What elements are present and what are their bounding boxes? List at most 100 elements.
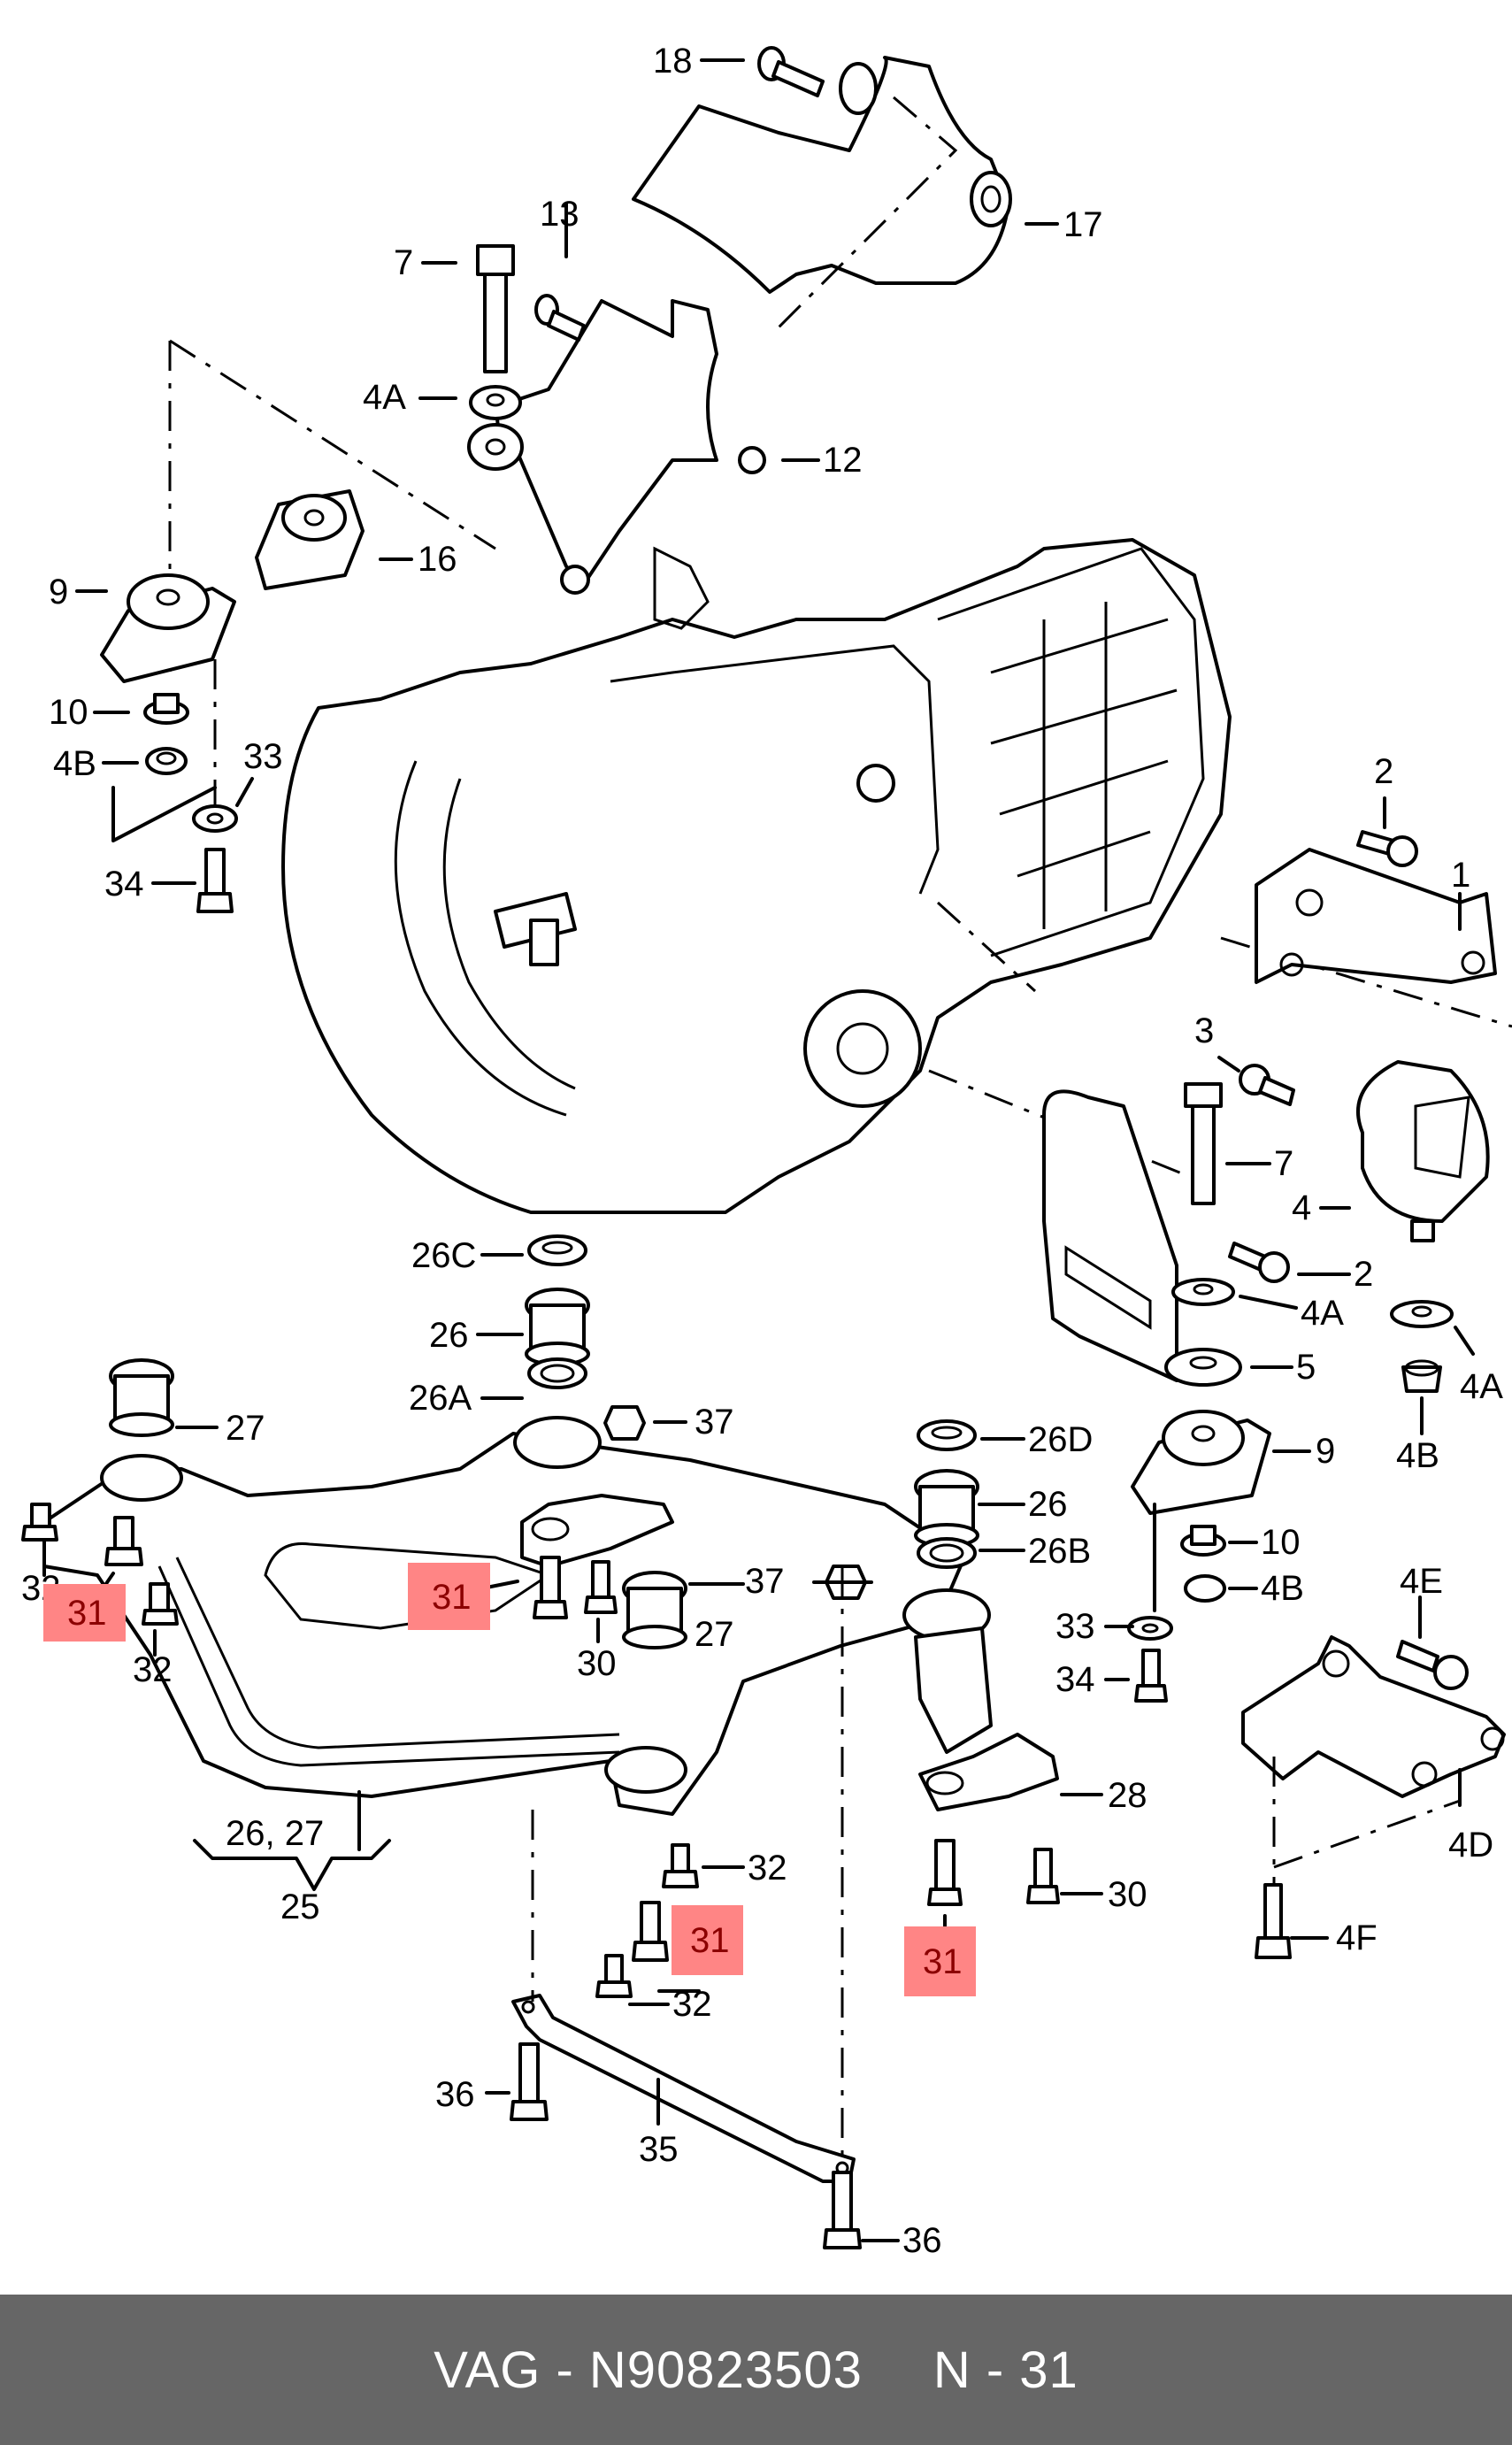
washer-4A-mid bbox=[1171, 1278, 1235, 1306]
mount-9-left bbox=[100, 573, 236, 683]
callout-3: 3 bbox=[1194, 1011, 1214, 1050]
mount-4 bbox=[1356, 1060, 1490, 1242]
washer-4A-right bbox=[1390, 1300, 1454, 1328]
highlight-31-left[interactable]: 31 bbox=[43, 1584, 126, 1642]
bolt-3 bbox=[1239, 1064, 1295, 1106]
callout-4D: 4D bbox=[1448, 1826, 1493, 1865]
seat-lower-center bbox=[604, 1746, 687, 1794]
callout-26D: 26D bbox=[1028, 1420, 1093, 1459]
bolt-31-left bbox=[104, 1516, 143, 1566]
bolt-4F bbox=[1255, 1883, 1292, 1959]
nut-10-right bbox=[1180, 1525, 1226, 1557]
bolt-32-left-a bbox=[21, 1503, 58, 1542]
bracket-1 bbox=[1255, 848, 1497, 984]
callout-4E: 4E bbox=[1400, 1562, 1443, 1601]
seat-right bbox=[902, 1588, 993, 1754]
callout-13: 13 bbox=[540, 195, 579, 234]
subframe-25 bbox=[42, 1432, 966, 1816]
callout-25: 25 bbox=[280, 1888, 320, 1926]
highlight-label: 31 bbox=[923, 1942, 963, 1981]
bushing-26-center bbox=[525, 1288, 590, 1366]
bolt-36-right bbox=[823, 2171, 862, 2249]
callout-35: 35 bbox=[639, 2130, 679, 2169]
washer-33-left bbox=[192, 804, 238, 833]
callout-32-center-a: 32 bbox=[748, 1849, 787, 1888]
callout-27-center: 27 bbox=[695, 1615, 734, 1654]
highlight-box bbox=[43, 1584, 126, 1642]
bracket-5-arm bbox=[1042, 1089, 1178, 1382]
bolt-2-lower bbox=[1228, 1242, 1290, 1283]
callout-28: 28 bbox=[1108, 1776, 1147, 1815]
bolt-7-top bbox=[476, 244, 515, 373]
callout-33-right: 33 bbox=[1055, 1607, 1095, 1646]
highlight-31-lower[interactable]: 31 bbox=[672, 1905, 743, 1975]
callout-7-right: 7 bbox=[1274, 1144, 1293, 1183]
seat-left bbox=[100, 1454, 183, 1502]
bracket-4D bbox=[1241, 1635, 1506, 1798]
callout-37-right: 37 bbox=[745, 1562, 785, 1601]
bracket-17 bbox=[632, 56, 1012, 329]
bolt-32-center-a bbox=[662, 1843, 699, 1888]
bolt-32-left-b bbox=[142, 1582, 179, 1626]
highlight-label: 31 bbox=[67, 1594, 107, 1633]
bolt-2-upper bbox=[1356, 830, 1418, 867]
bolt-30-right bbox=[1026, 1848, 1060, 1904]
callout-4: 4 bbox=[1292, 1188, 1311, 1227]
washer-26D bbox=[917, 1419, 977, 1451]
bushing-27-center bbox=[622, 1571, 687, 1649]
callout-1: 1 bbox=[1451, 856, 1470, 895]
bolt-34-left bbox=[196, 848, 234, 913]
callout-2-upper: 2 bbox=[1374, 752, 1393, 791]
callout-4F: 4F bbox=[1336, 1918, 1378, 1957]
callout-2-lower: 2 bbox=[1354, 1255, 1373, 1294]
nut-4B-left bbox=[145, 747, 188, 775]
nut-4B-mid bbox=[1184, 1574, 1226, 1603]
bolt-32-center-b bbox=[595, 1954, 633, 1998]
callout-4A-top: 4A bbox=[363, 378, 406, 417]
callout-36-right: 36 bbox=[902, 2221, 942, 2260]
bushing-26-right bbox=[914, 1469, 979, 1548]
callout-4B-mid: 4B bbox=[1261, 1569, 1304, 1608]
callout-27-left: 27 bbox=[226, 1409, 265, 1448]
callout-18: 18 bbox=[653, 42, 693, 81]
highlight-box bbox=[672, 1905, 743, 1975]
washer-33-right bbox=[1127, 1616, 1173, 1641]
part-reference: VAG - N90823503 bbox=[434, 2341, 863, 2399]
callout-26-center: 26 bbox=[429, 1316, 469, 1355]
highlight-31-right[interactable]: 31 bbox=[904, 1926, 976, 1996]
callout-36-left: 36 bbox=[435, 2075, 475, 2114]
nut-4B-right bbox=[1401, 1359, 1442, 1393]
callout-4B-right: 4B bbox=[1396, 1436, 1439, 1475]
bolt-34-right bbox=[1134, 1649, 1168, 1703]
callout-10-right: 10 bbox=[1261, 1523, 1301, 1562]
callout-7-top: 7 bbox=[394, 243, 413, 282]
mount-16 bbox=[255, 489, 365, 590]
spacer-5 bbox=[1164, 1348, 1242, 1387]
transmission bbox=[281, 538, 1232, 1214]
callout-17: 17 bbox=[1063, 205, 1103, 244]
callout-26B: 26B bbox=[1028, 1532, 1091, 1571]
bushing-27-left bbox=[109, 1358, 174, 1437]
callout-37-top: 37 bbox=[695, 1403, 734, 1442]
bolt-7-right bbox=[1184, 1082, 1223, 1205]
highlight-box bbox=[408, 1563, 490, 1630]
callout-4B-left: 4B bbox=[53, 744, 96, 783]
callout-26-27: 26, 27 bbox=[226, 1814, 324, 1853]
callout-9-left: 9 bbox=[49, 573, 68, 611]
bracket-28 bbox=[918, 1733, 1059, 1811]
washer-26A bbox=[527, 1357, 587, 1389]
callout-26A: 26A bbox=[409, 1379, 472, 1418]
highlight-31-center[interactable]: 31 bbox=[408, 1563, 490, 1630]
callout-34-right: 34 bbox=[1055, 1660, 1095, 1699]
seat-center bbox=[513, 1416, 602, 1469]
callout-4A-right: 4A bbox=[1460, 1367, 1503, 1406]
washer-26C bbox=[527, 1234, 587, 1266]
callout-26C: 26C bbox=[411, 1236, 476, 1275]
bolt-31-lower bbox=[632, 1901, 669, 1962]
bolt-36-left bbox=[510, 2042, 549, 2121]
mount-9-right bbox=[1131, 1410, 1271, 1515]
callout-30-right: 30 bbox=[1108, 1875, 1147, 1914]
nut-10-left bbox=[143, 693, 189, 725]
washer-4A-top bbox=[469, 385, 522, 420]
callout-labels: 18 17 13 7 4A 12 16 9 10 4B 33 34 2 1 3 … bbox=[21, 42, 1503, 2260]
